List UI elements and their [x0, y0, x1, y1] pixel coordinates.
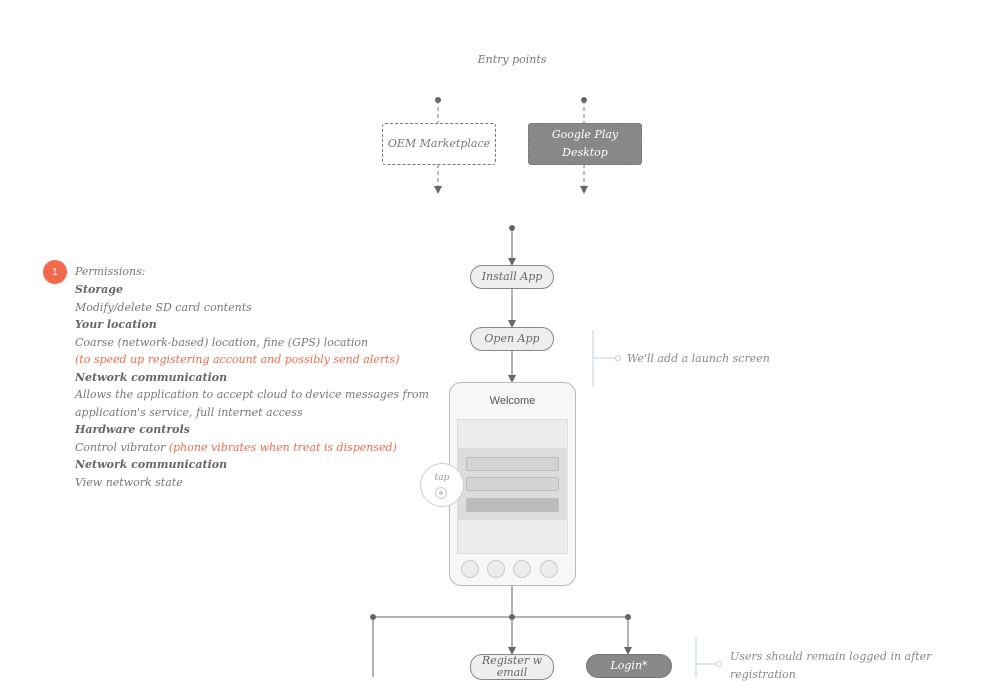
permission-detail: application's service, full internet acc… [75, 406, 303, 419]
permission-detail: Control vibrator (phone vibrates when tr… [75, 441, 397, 454]
login-label: Login* [610, 659, 648, 672]
open-app-label: Open App [484, 332, 540, 345]
permission-rationale: (to speed up registering account and pos… [75, 353, 400, 366]
register-label-line2: email [496, 666, 528, 679]
phone-nav-button[interactable] [461, 560, 479, 578]
phone-welcome-title: Welcome [489, 395, 536, 407]
permissions-number-badge: 1 [43, 260, 67, 284]
launch-note-bracket [592, 330, 621, 387]
permission-detail-text: Control vibrator [75, 441, 169, 454]
google-play-label-line1: Google Play [551, 128, 619, 141]
phone-nav-button[interactable] [540, 560, 558, 578]
google-play-label-line2: Desktop [562, 146, 608, 159]
entry-connector-oem [434, 97, 442, 194]
oem-marketplace-box[interactable]: OEM Marketplace [382, 123, 496, 165]
launch-screen-note: We'll add a launch screen [627, 352, 770, 365]
permission-group-title: Network communication [75, 458, 228, 471]
phone-input-field[interactable] [466, 477, 559, 491]
register-label-line1: Register w [481, 654, 543, 667]
permission-group-title: Hardware controls [75, 423, 190, 436]
permission-group-title: Network communication [75, 371, 228, 384]
tap-label: tap [434, 473, 450, 483]
phone-nav-button[interactable] [487, 560, 505, 578]
oem-marketplace-label: OEM Marketplace [387, 137, 491, 150]
logged-in-note-line1: Users should remain logged in after [730, 650, 932, 663]
tap-indicator [420, 463, 464, 507]
permission-group-title: Your location [75, 318, 157, 331]
permission-detail: View network state [75, 476, 183, 489]
logged-in-note-line2: registration [730, 668, 796, 681]
permission-detail: Coarse (network-based) location, fine (G… [75, 336, 369, 349]
permission-rationale: (phone vibrates when treat is dispensed) [168, 441, 397, 454]
login-node[interactable]: Login* [586, 654, 672, 678]
install-app-node[interactable]: Install App [470, 265, 554, 289]
main-flow-connector [508, 225, 516, 617]
google-play-desktop-box[interactable]: Google Play Desktop [528, 123, 642, 165]
permission-detail: Modify/delete SD card contents [75, 301, 252, 314]
phone-submit-button[interactable] [466, 498, 559, 512]
phone-nav-button[interactable] [513, 560, 531, 578]
permission-group-title: Storage [75, 283, 123, 296]
branch-connector [370, 614, 632, 677]
phone-input-field[interactable] [466, 457, 559, 471]
entry-connector-google-play [580, 97, 588, 194]
tap-icon [435, 487, 447, 499]
install-app-label: Install App [481, 270, 543, 283]
open-app-node[interactable]: Open App [470, 327, 554, 351]
entry-points-title: Entry points [477, 53, 547, 66]
permissions-heading: Permissions: [75, 265, 146, 278]
login-note-bracket [695, 637, 722, 677]
register-email-node[interactable]: Register w email [470, 654, 554, 680]
permission-detail: Allows the application to accept cloud t… [75, 388, 429, 401]
